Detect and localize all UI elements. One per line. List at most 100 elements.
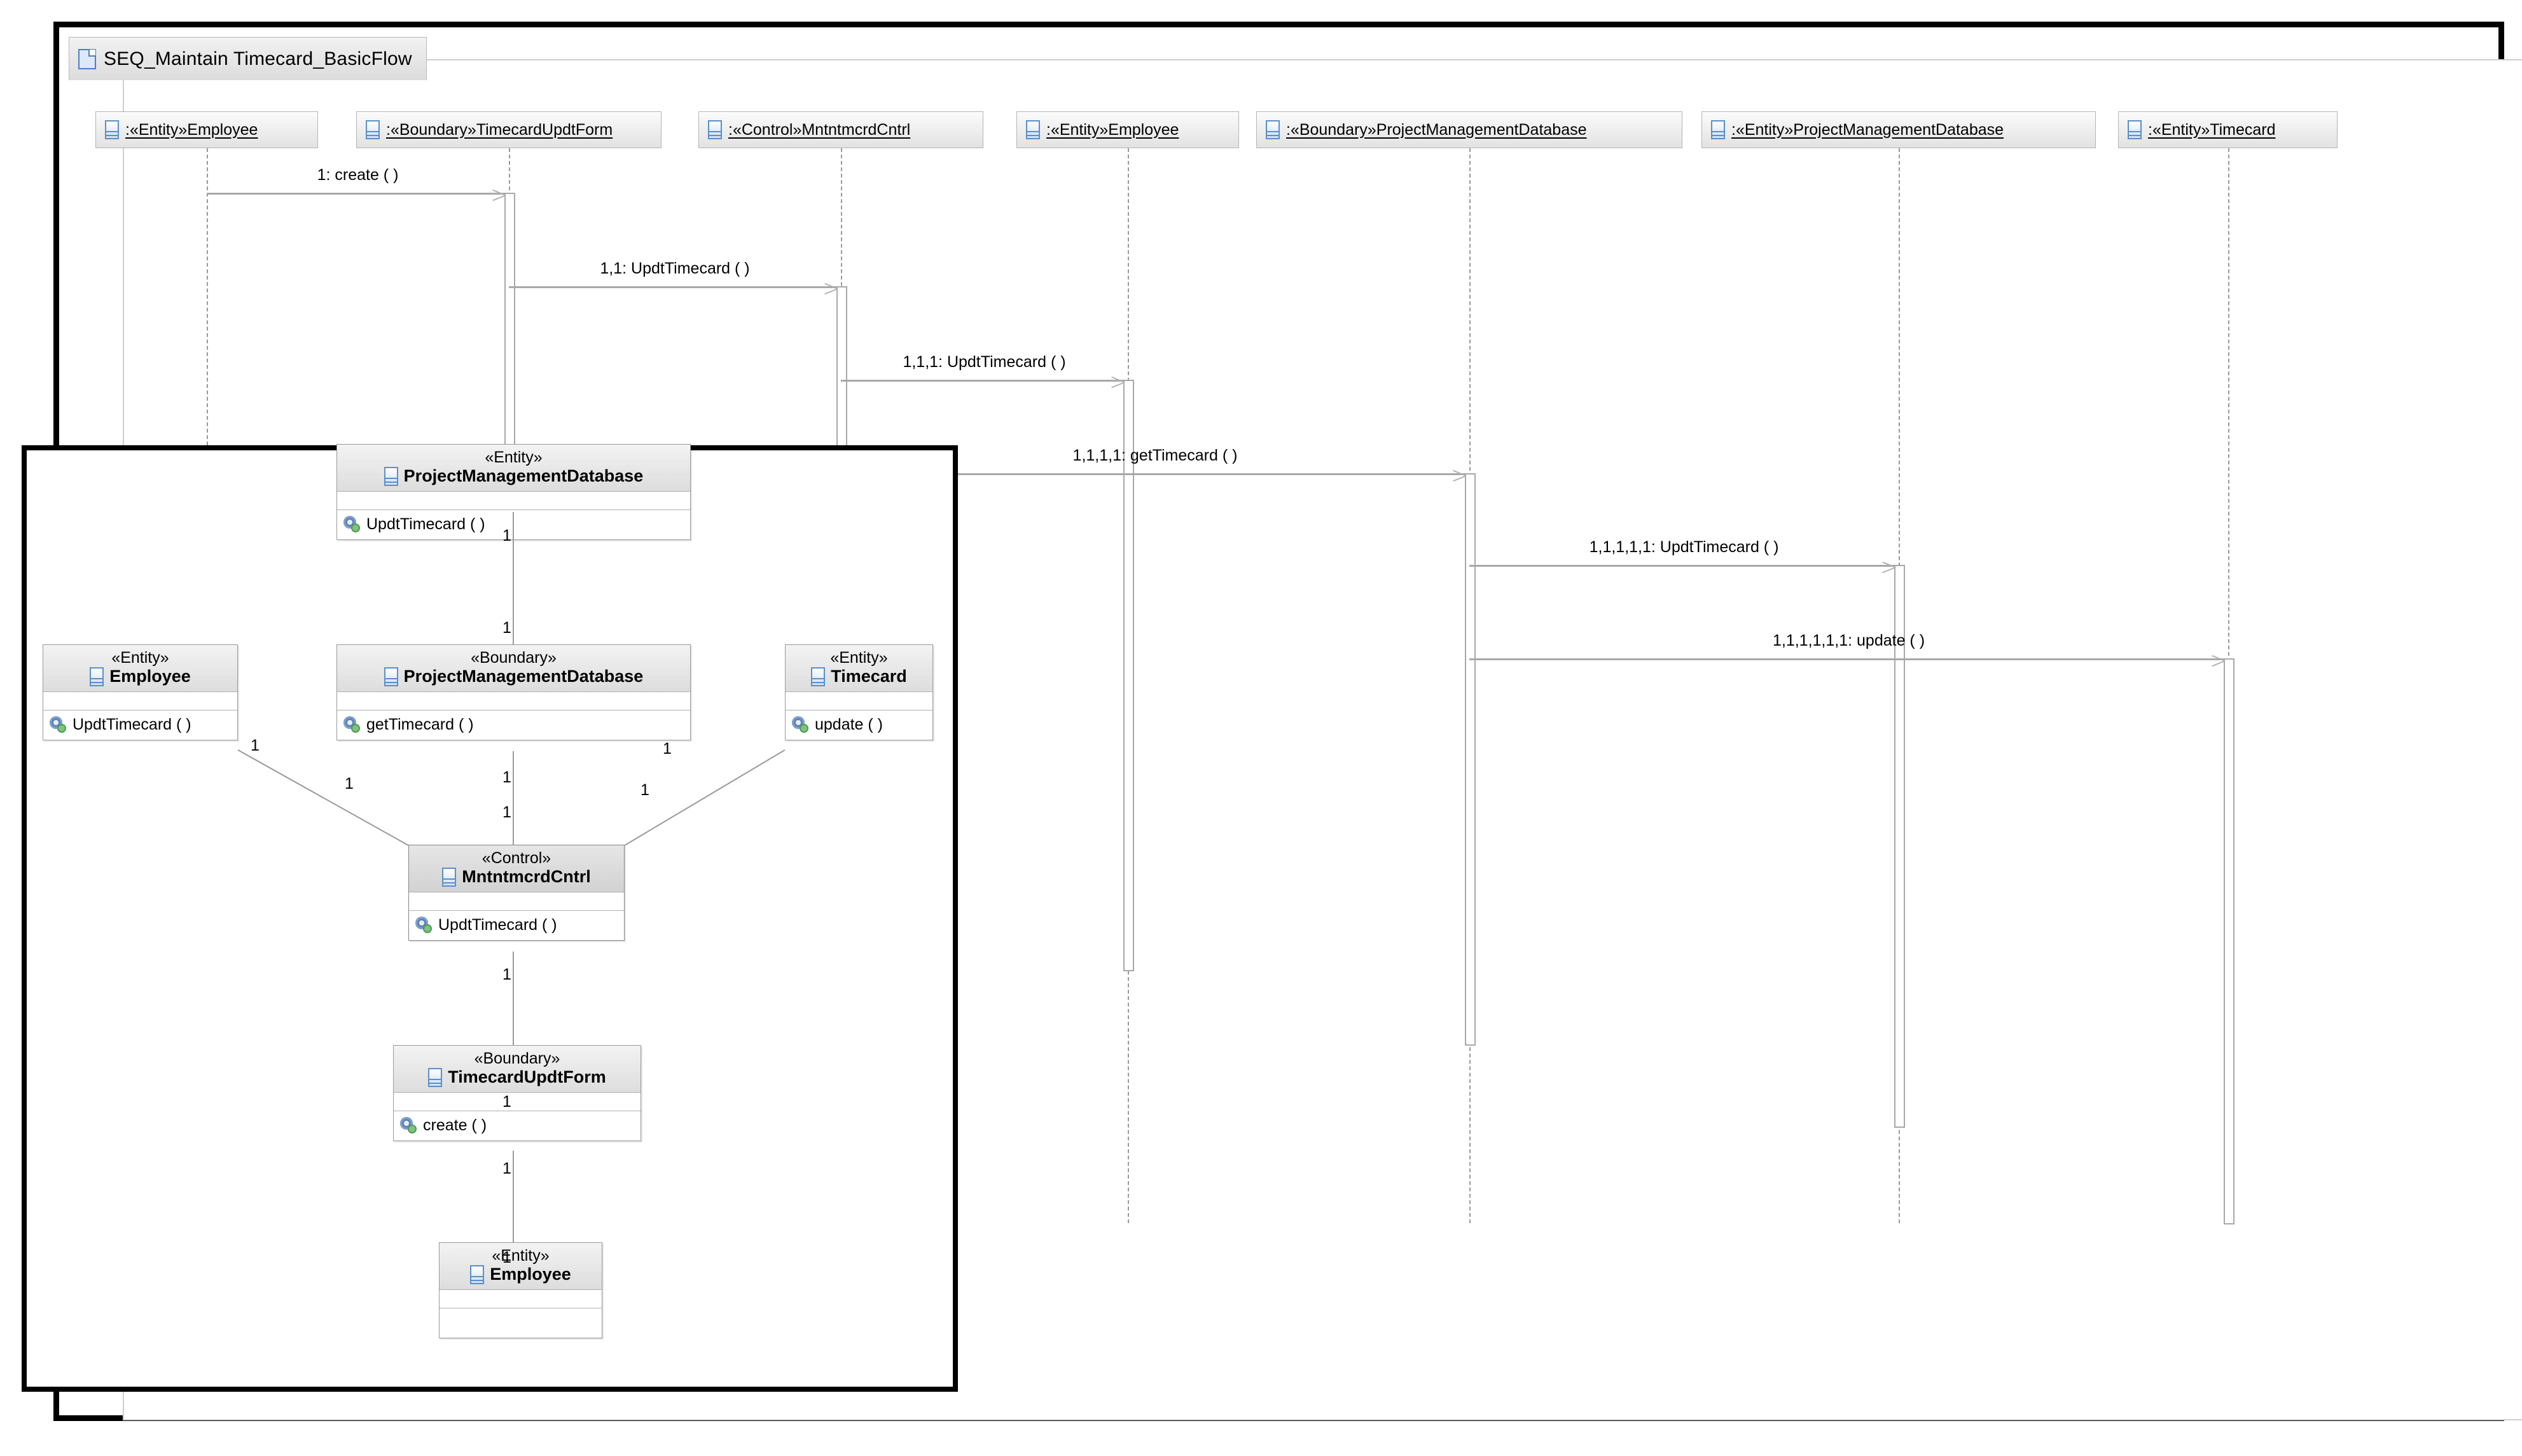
message-arrow-msg-1-1-1[interactable] bbox=[841, 380, 1123, 382]
cls-boundary-projectmanagementdatabase[interactable]: «Boundary»ProjectManagementDatabase getTi… bbox=[336, 644, 691, 741]
association-multiplicity: 1 bbox=[502, 1249, 511, 1266]
arrowhead-icon bbox=[824, 281, 838, 295]
message-label-msg-1-1-1-1-1-1: 1,1,1,1,1,1: update ( ) bbox=[1772, 632, 1925, 649]
association-line[interactable] bbox=[513, 512, 514, 645]
association-multiplicity: 1 bbox=[502, 1160, 511, 1177]
class-header: «Entity»Timecard bbox=[786, 645, 932, 693]
class-icon bbox=[428, 1067, 443, 1087]
lifeline-head-ll-entity-employee-1[interactable]: :«Entity»Employee bbox=[95, 111, 318, 148]
class-operation: update ( ) bbox=[815, 715, 883, 733]
activation-bar-ll-entity-employee-2 bbox=[1123, 380, 1134, 971]
lifeline-head-ll-entity-timecard[interactable]: :«Entity»Timecard bbox=[2118, 111, 2338, 148]
class-name-row: TimecardUpdtForm bbox=[400, 1067, 634, 1087]
association-multiplicity: 1 bbox=[502, 966, 511, 983]
class-operations-compartment bbox=[440, 1308, 602, 1338]
operation-gear-icon bbox=[343, 716, 360, 733]
arrowhead-icon bbox=[1111, 375, 1125, 389]
class-name-row: Employee bbox=[50, 667, 231, 686]
message-label-msg-1-1-1-1-1: 1,1,1,1,1: UpdtTimecard ( ) bbox=[1589, 538, 1779, 556]
activation-bar-ll-entity-timecard bbox=[2224, 658, 2234, 1224]
diagram-page-icon bbox=[78, 48, 96, 69]
message-label-msg-1-1: 1,1: UpdtTimecard ( ) bbox=[600, 260, 750, 277]
lifeline-label: :«Entity»Employee bbox=[1046, 120, 1179, 139]
class-icon bbox=[811, 667, 826, 686]
class-name-row: MntntmcrdCntrl bbox=[415, 867, 618, 887]
operation-gear-icon bbox=[792, 716, 808, 733]
class-icon bbox=[1711, 120, 1725, 139]
lifeline-label: :«Entity»Timecard bbox=[2148, 120, 2276, 139]
class-icon bbox=[1266, 120, 1280, 139]
operation-gear-icon bbox=[400, 1117, 417, 1134]
class-stereotype: «Entity» bbox=[111, 649, 169, 667]
association-multiplicity: 1 bbox=[502, 619, 511, 637]
class-header: «Entity»Employee bbox=[440, 1243, 602, 1291]
association-line[interactable] bbox=[513, 952, 514, 1046]
message-arrow-msg-1-1-1-1[interactable] bbox=[841, 473, 1465, 475]
association-line[interactable] bbox=[513, 751, 514, 845]
association-line[interactable] bbox=[513, 1151, 514, 1243]
operation-gear-icon bbox=[343, 516, 360, 533]
class-stereotype: «Entity» bbox=[492, 1247, 550, 1265]
cls-boundary-timecardupdtform[interactable]: «Boundary»TimecardUpdtForm create ( ) bbox=[393, 1045, 641, 1142]
message-label-msg-1: 1: create ( ) bbox=[317, 166, 399, 184]
class-header: «Boundary»TimecardUpdtForm bbox=[394, 1046, 641, 1093]
class-stereotype: «Boundary» bbox=[471, 649, 557, 667]
class-stereotype: «Entity» bbox=[830, 649, 888, 667]
message-arrow-msg-1[interactable] bbox=[207, 193, 504, 195]
class-name: MntntmcrdCntrl bbox=[462, 867, 591, 886]
lifeline-label: :«Boundary»TimecardUpdtForm bbox=[386, 120, 613, 139]
class-stereotype: «Boundary» bbox=[474, 1050, 560, 1067]
class-name: ProjectManagementDatabase bbox=[403, 466, 644, 485]
class-header: «Boundary»ProjectManagementDatabase bbox=[337, 645, 690, 693]
class-name-row: Timecard bbox=[792, 667, 926, 686]
lifeline-label: :«Boundary»ProjectManagementDatabase bbox=[1286, 120, 1587, 139]
lifeline-head-ll-boundary-timecardupdtform[interactable]: :«Boundary»TimecardUpdtForm bbox=[356, 111, 662, 148]
lifeline-label: :«Entity»Employee bbox=[125, 120, 258, 139]
cls-entity-timecard[interactable]: «Entity»Timecard update ( ) bbox=[785, 644, 933, 741]
class-header: «Entity»ProjectManagementDatabase bbox=[337, 445, 690, 492]
class-operations-compartment: update ( ) bbox=[786, 711, 932, 740]
operation-gear-icon bbox=[50, 716, 66, 733]
lifeline-head-ll-control-mntntmcrdcntrl[interactable]: :«Control»MntntmcrdCntrl bbox=[698, 111, 983, 148]
lifeline-head-ll-boundary-projectmanagementdatabase[interactable]: :«Boundary»ProjectManagementDatabase bbox=[1256, 111, 1682, 148]
association-multiplicity: 1 bbox=[663, 740, 672, 758]
class-name: Employee bbox=[109, 667, 191, 686]
class-operations-compartment: UpdtTimecard ( ) bbox=[409, 911, 624, 941]
class-attributes-compartment bbox=[786, 692, 932, 711]
class-name-row: ProjectManagementDatabase bbox=[343, 466, 684, 486]
class-operation: UpdtTimecard ( ) bbox=[438, 915, 557, 934]
operation-gear-icon bbox=[415, 917, 432, 934]
class-icon bbox=[2128, 120, 2142, 139]
association-line[interactable] bbox=[237, 749, 409, 846]
message-label-msg-1-1-1: 1,1,1: UpdtTimecard ( ) bbox=[903, 353, 1066, 371]
arrowhead-icon bbox=[1881, 560, 1895, 574]
class-operation: getTimecard ( ) bbox=[366, 715, 474, 733]
class-name: Timecard bbox=[831, 667, 907, 686]
message-arrow-msg-1-1[interactable] bbox=[509, 286, 836, 288]
arrowhead-icon bbox=[1452, 468, 1466, 482]
diagram-title-tab[interactable]: SEQ_Maintain Timecard_BasicFlow bbox=[69, 37, 427, 80]
diagram-title: SEQ_Maintain Timecard_BasicFlow bbox=[104, 48, 412, 69]
class-icon bbox=[1026, 120, 1040, 139]
class-attributes-compartment bbox=[394, 1093, 641, 1112]
message-arrow-msg-1-1-1-1-1-1[interactable] bbox=[1469, 658, 2224, 660]
association-multiplicity: 1 bbox=[251, 737, 260, 754]
arrowhead-icon bbox=[2211, 653, 2225, 667]
class-operations-compartment: create ( ) bbox=[394, 1111, 641, 1141]
message-arrow-msg-1-1-1-1-1[interactable] bbox=[1469, 565, 1894, 567]
class-icon bbox=[105, 120, 119, 139]
class-operations-compartment: getTimecard ( ) bbox=[337, 711, 690, 740]
cls-entity-employee-bottom[interactable]: «Entity»Employee bbox=[439, 1242, 602, 1339]
class-operation: UpdtTimecard ( ) bbox=[73, 715, 191, 733]
association-multiplicity: 1 bbox=[641, 781, 649, 799]
class-attributes-compartment bbox=[337, 692, 690, 711]
activation-bar-ll-entity-projectmanagementdatabase bbox=[1894, 565, 1905, 1128]
class-attributes-compartment bbox=[409, 892, 624, 912]
lifeline-head-ll-entity-projectmanagementdatabase[interactable]: :«Entity»ProjectManagementDatabase bbox=[1701, 111, 2096, 148]
class-stereotype: «Entity» bbox=[485, 448, 543, 466]
lifeline-head-ll-entity-employee-2[interactable]: :«Entity»Employee bbox=[1016, 111, 1239, 148]
